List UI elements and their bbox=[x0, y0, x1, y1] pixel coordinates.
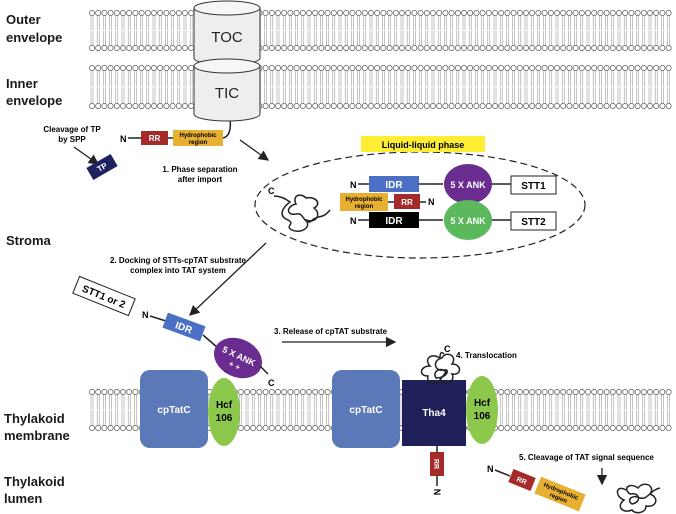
svg-text:N: N bbox=[487, 464, 494, 474]
stt2-label-box bbox=[510, 211, 557, 231]
svg-text:after import: after import bbox=[178, 175, 223, 184]
region-label-thylakoid-membrane: Thylakoid membrane bbox=[4, 411, 70, 443]
stt1-idr bbox=[369, 176, 419, 192]
svg-text:lumen: lumen bbox=[4, 491, 42, 506]
svg-text:Hcf: Hcf bbox=[216, 400, 233, 411]
svg-text:envelope: envelope bbox=[6, 93, 62, 108]
stt1-protein: N IDR 5 X ANK STT1 bbox=[350, 164, 557, 204]
droplet-rr bbox=[394, 194, 420, 209]
svg-text:STT1: STT1 bbox=[521, 181, 546, 192]
svg-text:region: region bbox=[189, 140, 208, 146]
svg-text:RR: RR bbox=[515, 476, 527, 486]
outer-envelope-membrane bbox=[89, 10, 672, 51]
svg-text:106: 106 bbox=[474, 411, 491, 422]
svg-text:region: region bbox=[355, 204, 374, 210]
svg-text:TIC: TIC bbox=[215, 85, 239, 102]
step-4-label: 4. Translocation bbox=[456, 351, 517, 360]
cleaved-signal-sequence: N RR Hydrophobic region bbox=[487, 464, 586, 512]
llps-droplet: Liquid-liquid phase bbox=[254, 136, 586, 259]
svg-text:N: N bbox=[120, 134, 127, 144]
svg-text:RR: RR bbox=[432, 459, 439, 469]
svg-text:-: - bbox=[224, 366, 227, 376]
region-label-thylakoid-lumen: Thylakoid lumen bbox=[4, 474, 65, 506]
inner-envelope-membrane bbox=[89, 65, 672, 109]
tp-fragment: TP bbox=[86, 153, 118, 181]
svg-text:cpTatC: cpTatC bbox=[157, 405, 190, 416]
cptatc-right: cpTatC bbox=[332, 370, 400, 448]
svg-text:N: N bbox=[350, 180, 357, 190]
svg-text:C: C bbox=[268, 186, 275, 196]
svg-text:N: N bbox=[142, 310, 149, 320]
region-label-inner-envelope: Inner envelope bbox=[6, 76, 62, 108]
svg-text:2. Docking of STTs-cpTAT subst: 2. Docking of STTs-cpTAT substrate bbox=[110, 256, 247, 265]
svg-text:4. Translocation: 4. Translocation bbox=[456, 351, 517, 360]
svg-text:Cleavage of TP: Cleavage of TP bbox=[43, 125, 101, 134]
svg-text:C: C bbox=[444, 344, 451, 354]
svg-text:Thylakoid: Thylakoid bbox=[4, 474, 65, 489]
llps-label-box bbox=[361, 136, 485, 152]
svg-text:membrane: membrane bbox=[4, 428, 70, 443]
svg-text:C: C bbox=[268, 378, 275, 388]
arrow-tp bbox=[73, 146, 100, 165]
stt1-ank bbox=[444, 164, 492, 204]
cleavage-tp-label: Cleavage of TP by SPP bbox=[43, 125, 101, 144]
toc-complex: TOC bbox=[193, 0, 261, 66]
svg-text:envelope: envelope bbox=[6, 30, 62, 45]
svg-text:N: N bbox=[350, 216, 357, 226]
imported-precursor: N RR Hydrophobic region bbox=[120, 117, 232, 146]
stt2-protein: N IDR 5 X ANK STT2 bbox=[350, 200, 557, 240]
svg-text:Thylakoid: Thylakoid bbox=[4, 411, 65, 426]
svg-text:5 X ANK: 5 X ANK bbox=[450, 216, 486, 226]
step-2-label: 2. Docking of STTs-cpTAT substrate compl… bbox=[110, 256, 247, 275]
hcf106-right: Hcf 106 bbox=[466, 376, 498, 444]
arrow-step-1 bbox=[239, 139, 270, 161]
cptatc-left: cpTatC bbox=[140, 370, 208, 448]
step-5-label: 5. Cleavage of TAT signal sequence bbox=[519, 453, 654, 462]
mature-protein-lumen bbox=[616, 483, 661, 514]
svg-text:N: N bbox=[428, 197, 435, 207]
lumen-rr: RR N bbox=[430, 446, 444, 495]
svg-text:Hydrophobic: Hydrophobic bbox=[346, 197, 384, 203]
svg-text:IDR: IDR bbox=[385, 180, 403, 191]
svg-text:N: N bbox=[432, 489, 442, 496]
rr-segment bbox=[141, 131, 168, 145]
hcf106-left: Hcf 106 bbox=[208, 378, 240, 446]
arrow-step-2 bbox=[189, 242, 267, 316]
stt1-label-box bbox=[510, 175, 557, 195]
tic-complex: TIC bbox=[193, 58, 261, 122]
svg-text:Inner: Inner bbox=[6, 76, 38, 91]
step-1-label: 1. Phase separation after import bbox=[162, 165, 237, 184]
svg-text:STT2: STT2 bbox=[521, 217, 546, 228]
svg-text:3. Release of cpTAT substrate: 3. Release of cpTAT substrate bbox=[274, 327, 388, 336]
stt2-idr bbox=[369, 212, 419, 228]
svg-text:complex into TAT system: complex into TAT system bbox=[130, 266, 226, 275]
svg-text:RR: RR bbox=[149, 134, 161, 143]
svg-text:IDR: IDR bbox=[385, 216, 403, 227]
svg-text:5. Cleavage of TAT signal sequ: 5. Cleavage of TAT signal sequence bbox=[519, 453, 654, 462]
svg-text:Liquid-liquid phase: Liquid-liquid phase bbox=[382, 140, 465, 150]
stt2-ank bbox=[444, 200, 492, 240]
svg-text:Hydrophobic: Hydrophobic bbox=[180, 133, 218, 139]
svg-text:by SPP: by SPP bbox=[58, 135, 86, 144]
region-label-outer-envelope: Outer envelope bbox=[6, 12, 62, 45]
svg-text:cpTatC: cpTatC bbox=[349, 405, 382, 416]
svg-text:Hcf: Hcf bbox=[474, 398, 491, 409]
droplet-hydrophobic bbox=[340, 193, 388, 211]
substrate-translocating: C bbox=[420, 344, 461, 385]
svg-text:5 X ANK: 5 X ANK bbox=[450, 180, 486, 190]
substrate-in-droplet: C Hydrophobic region RR N bbox=[268, 186, 435, 232]
svg-text:TOC: TOC bbox=[211, 29, 243, 46]
svg-text:Outer: Outer bbox=[6, 12, 41, 27]
svg-text:Tha4: Tha4 bbox=[422, 408, 446, 419]
tha4-complex: Tha4 bbox=[402, 380, 466, 446]
hydrophobic-segment bbox=[173, 130, 223, 146]
svg-text:RR: RR bbox=[401, 198, 413, 207]
region-label-stroma: Stroma bbox=[6, 233, 52, 248]
svg-text:106: 106 bbox=[216, 413, 233, 424]
svg-text:1. Phase separation: 1. Phase separation bbox=[162, 165, 237, 174]
step-3-label: 3. Release of cpTAT substrate bbox=[274, 327, 388, 336]
